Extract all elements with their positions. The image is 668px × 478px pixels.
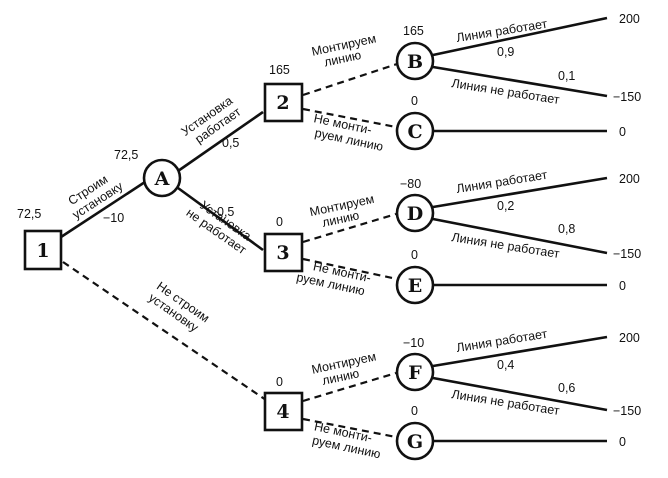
value-node-A: 72,5 [114,148,138,162]
chance-node-C: C [395,111,435,151]
payoff-F-fails: −150 [613,404,641,418]
payoff-C: 0 [619,125,626,139]
node-F-label: F [408,362,422,384]
decision-node-4: 4 [263,391,304,432]
label-line-works-D: Линия работает [455,168,548,196]
payoffs: 200 −150 0 200 −150 0 200 −150 0 [613,12,641,449]
value-node-G: 0 [411,404,418,418]
prob-F-works: 0,4 [497,358,514,372]
prob-A-works: 0,5 [222,136,239,150]
decision-node-3: 3 [263,232,304,273]
label-mount-3: Монтируем линию [308,192,375,230]
value-node-1: 72,5 [17,207,41,221]
edge-4-F [302,371,397,403]
edge-A-2 [177,110,264,173]
node-B-label: B [407,51,423,73]
edge-D-fails [432,217,608,255]
value-node-B: 165 [403,24,424,38]
node-G-label: G [407,431,423,453]
edge-1-4 [62,261,267,401]
node-D-label: D [407,203,423,225]
label-no-mount-2: Не монти- руем линию [313,111,385,154]
label-line-fails-D: Линия не работает [451,230,561,261]
node-C-label: C [407,121,422,143]
node-A-label: A [154,168,170,190]
value-node-D: −80 [400,177,421,191]
node-3-label: 3 [276,242,289,264]
edge-B-works [432,16,608,57]
edge-F-fails [432,376,608,412]
decision-node-1: 1 [23,229,63,271]
label-line-works-F: Линия работает [455,327,548,355]
label-mount-4: Монтируем линию [310,349,377,387]
decision-node-2: 2 [263,82,304,123]
value-node-E: 0 [411,248,418,262]
chance-node-G: G [395,421,435,461]
chance-node-E: E [395,265,435,305]
edge-2-B [302,62,398,97]
prob-D-works: 0,2 [497,199,514,213]
node-2-label: 2 [276,92,289,114]
prob-F-fails: 0,6 [558,381,575,395]
branch-labels: Строим установку Не строим установку Уст… [66,17,561,462]
label-line-fails-B: Линия не работает [451,76,561,107]
prob-A-fails: 0,5 [217,205,234,219]
label-install-fails: Установка не работает [184,198,254,257]
value-node-4: 0 [276,375,283,389]
payoff-E: 0 [619,279,626,293]
value-node-C: 0 [411,94,418,108]
node-E-label: E [408,275,422,297]
edge-1-A [60,180,146,239]
chance-node-B: B [395,41,435,81]
edge-F-works [432,335,608,368]
node-4-label: 4 [276,401,289,423]
label-no-mount-4: Не монти- руем линию [311,419,382,461]
payoff-D-fails: −150 [613,247,641,261]
node-values: 72,5 72,5 165 0 0 165 0 −80 0 −10 0 −10 [17,24,424,418]
label-no-build: Не строим установку [146,279,212,335]
edge-4-G [302,417,397,439]
value-node-F: −10 [403,336,424,350]
label-mount-2: Монтируем линию [310,31,377,69]
node-1-label: 1 [36,240,49,262]
cost-build: −10 [103,211,124,225]
payoff-B-fails: −150 [613,90,641,104]
probabilities: 0,5 0,5 0,9 0,1 0,2 0,8 0,4 0,6 [217,45,575,395]
payoff-F-works: 200 [619,331,640,345]
payoff-G: 0 [619,435,626,449]
edge-3-D [302,212,397,244]
prob-B-works: 0,9 [497,45,514,59]
chance-node-F: F [395,352,435,392]
edge-D-works [432,176,608,209]
edges [60,16,608,443]
edge-A-3 [177,186,264,252]
chance-node-D: D [395,193,435,233]
edge-B-fails [432,65,608,98]
prob-B-fails: 0,1 [558,69,575,83]
label-no-mount-3: Не монти- руем линию [295,259,372,298]
payoff-D-works: 200 [619,172,640,186]
prob-D-fails: 0,8 [558,222,575,236]
chance-node-A: A [142,158,182,198]
edge-2-C [302,107,397,129]
payoff-B-works: 200 [619,12,640,26]
value-node-2: 165 [269,63,290,77]
value-node-3: 0 [276,215,283,229]
edge-3-E [302,257,398,281]
